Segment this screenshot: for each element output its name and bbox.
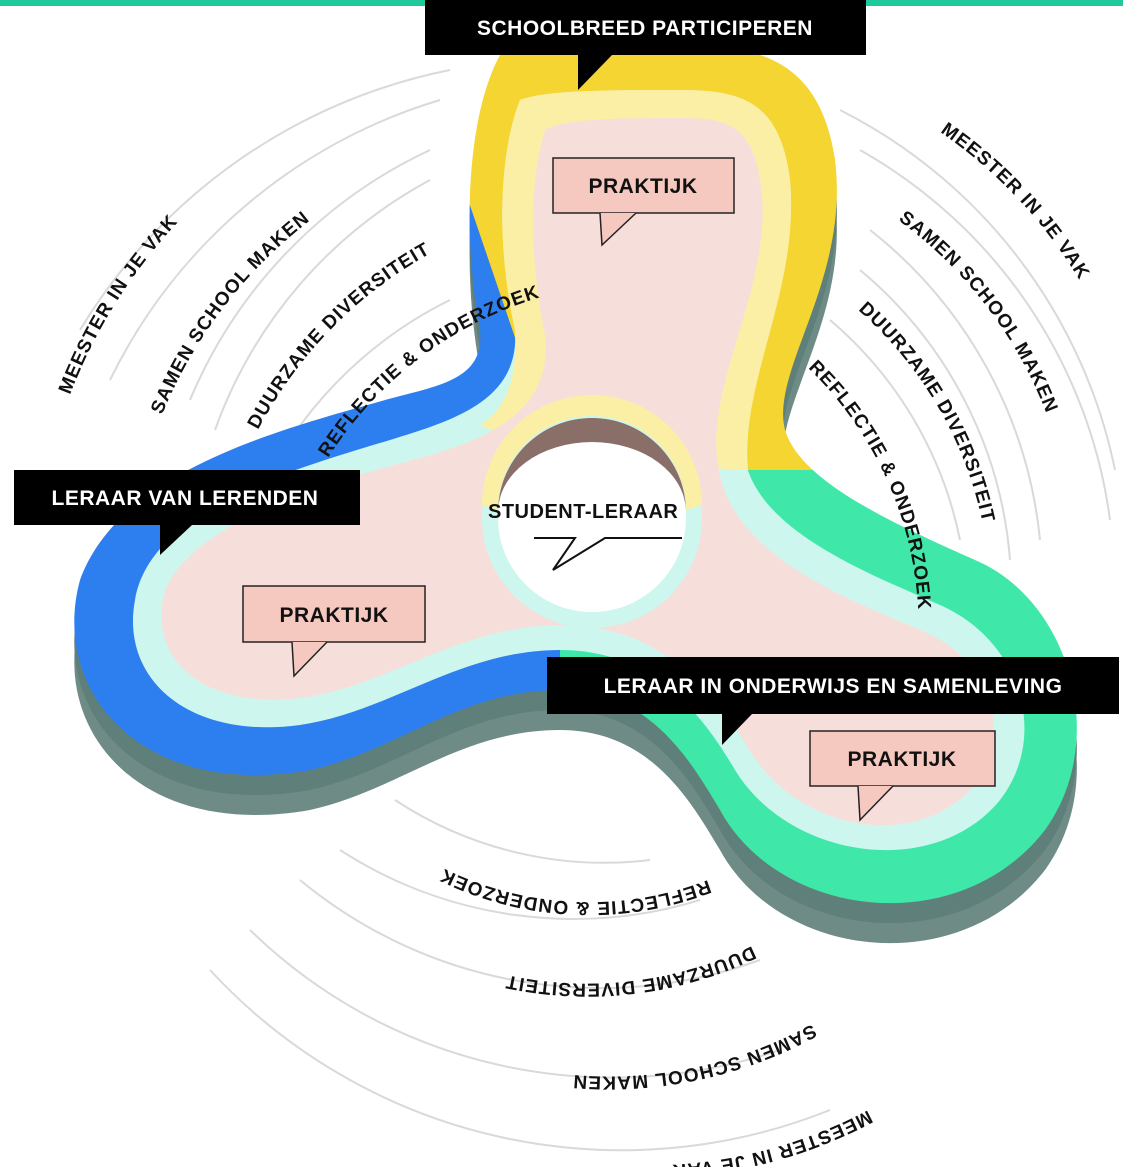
banner-right-label: LERAAR IN ONDERWIJS EN SAMENLEVING <box>604 675 1063 698</box>
left-arc-lines <box>79 69 451 441</box>
center-label: STUDENT-LERAAR <box>488 501 678 523</box>
arc-right-duurzame: DUURZAME DIVERSITEIT <box>855 298 998 524</box>
right-arc-lines <box>829 109 1116 561</box>
arc-bottom-duurzame: DUURZAME DIVERSITEIT <box>504 941 758 999</box>
center-hole <box>498 424 686 612</box>
arc-bottom-reflectie: REFLECTIE & ONDERZOEK <box>437 864 713 918</box>
arc-bottom-meester: MEESTER IN JE VAK <box>671 1106 874 1167</box>
praktijk-left-label: PRAKTIJK <box>279 604 388 627</box>
svg-text:SAMEN SCHOOL MAKEN: SAMEN SCHOOL MAKEN <box>572 1020 820 1093</box>
svg-text:REFLECTIE & ONDERZOEK: REFLECTIE & ONDERZOEK <box>437 864 714 918</box>
praktijk-right-label: PRAKTIJK <box>847 748 956 771</box>
arc-left-meester: MEESTER IN JE VAK <box>55 211 181 397</box>
svg-text:MEESTER IN JE VAK: MEESTER IN JE VAK <box>55 211 182 397</box>
banner-top: SCHOOLBREED PARTICIPEREN <box>425 0 866 90</box>
svg-text:MEESTER IN JE VAK: MEESTER IN JE VAK <box>671 1106 875 1167</box>
center-ring-yellow <box>482 395 702 510</box>
banner-right: LERAAR IN ONDERWIJS EN SAMENLEVING <box>547 657 1119 745</box>
banner-top-label: SCHOOLBREED PARTICIPEREN <box>477 17 813 40</box>
praktijk-callout-right: PRAKTIJK <box>809 730 996 822</box>
banner-left: LERAAR VAN LERENDEN <box>14 470 360 555</box>
center-callout-pointer <box>534 537 682 571</box>
bottom-arc-lines <box>209 799 831 1152</box>
center-hole-shadow <box>498 418 686 512</box>
svg-text:DUURZAME DIVERSITEIT: DUURZAME DIVERSITEIT <box>504 941 759 999</box>
banner-left-label: LERAAR VAN LERENDEN <box>52 487 319 510</box>
praktijk-callout-top: PRAKTIJK <box>552 157 735 247</box>
arc-bottom-samen: SAMEN SCHOOL MAKEN <box>572 1020 819 1093</box>
svg-text:DUURZAME DIVERSITEIT: DUURZAME DIVERSITEIT <box>855 298 999 524</box>
praktijk-top-label: PRAKTIJK <box>588 175 697 198</box>
praktijk-callout-left: PRAKTIJK <box>242 585 426 678</box>
